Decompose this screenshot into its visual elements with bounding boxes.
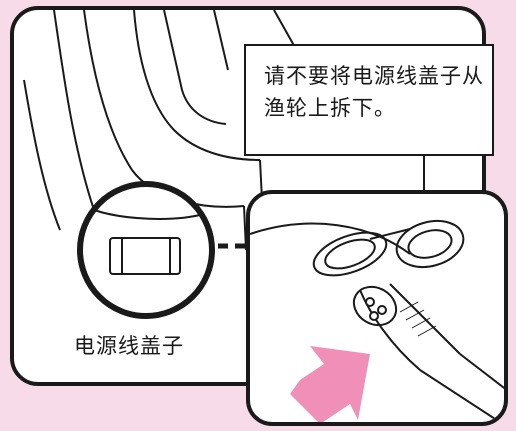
reel-body-drawing <box>23 10 330 319</box>
connector-detail-panel <box>246 190 508 426</box>
warning-callout: 请不要将电源线盖子从渔轮上拆下。 <box>244 44 494 156</box>
power-cable-cap-label: 电源线盖子 <box>74 334 184 358</box>
pink-arrow-up-right-icon <box>290 346 370 422</box>
warning-callout-text: 请不要将电源线盖子从渔轮上拆下。 <box>264 64 484 120</box>
connector-detail-drawing <box>250 219 504 422</box>
